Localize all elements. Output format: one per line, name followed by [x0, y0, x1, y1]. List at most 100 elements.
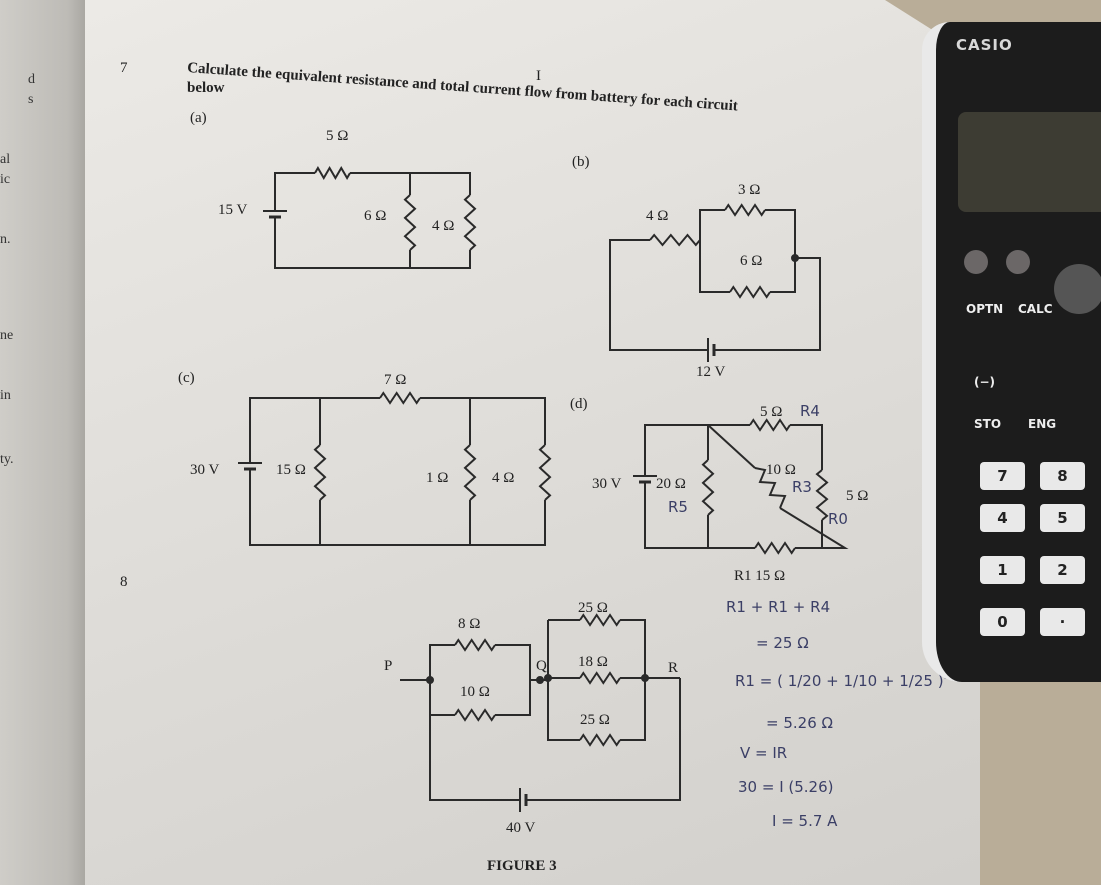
handwritten-note: R0 — [828, 510, 848, 528]
resistor-label: 8 Ω — [458, 616, 480, 632]
wire — [644, 483, 755, 549]
wire — [547, 620, 580, 741]
resistor-symbol — [313, 444, 327, 501]
voltage-label: 40 V — [506, 820, 535, 836]
handwritten-line: R1 + R1 + R4 — [726, 598, 830, 616]
wire — [795, 520, 823, 549]
resistor-symbol — [649, 233, 701, 247]
question-number: 8 — [120, 574, 128, 590]
wire — [274, 217, 471, 269]
wire — [609, 239, 708, 351]
junction-dot — [791, 254, 799, 262]
resistor-symbol — [454, 708, 496, 722]
wire — [699, 209, 725, 240]
handwritten-line: = 5.26 Ω — [766, 714, 833, 732]
resistor-symbol — [454, 638, 496, 652]
page-fragment: ne — [0, 328, 14, 343]
calculator-brand: CASIO — [956, 36, 1013, 54]
resistor-symbol — [724, 203, 766, 217]
circuit-c-label: (c) — [178, 370, 195, 386]
calculator-screen — [958, 112, 1101, 212]
node-label: P — [384, 658, 392, 674]
resistor-label: 4 Ω — [432, 218, 454, 234]
handwritten-line: I = 5.7 A — [772, 812, 838, 830]
shift-button[interactable] — [964, 250, 988, 274]
resistor-symbol — [403, 194, 417, 251]
voltage-label: 12 V — [696, 364, 725, 380]
resistor-symbol — [749, 418, 791, 432]
resistor-symbol — [463, 444, 477, 501]
junction-dot — [426, 676, 434, 684]
resistor-label: 5 Ω — [846, 488, 868, 504]
resistor-symbol — [579, 733, 621, 747]
handwritten-line: = 25 Ω — [756, 634, 809, 652]
resistor-symbol — [379, 391, 421, 405]
resistor-symbol — [729, 285, 771, 299]
junction-dot — [544, 674, 552, 682]
wire — [644, 424, 750, 475]
junction-dot — [641, 674, 649, 682]
wire — [779, 507, 849, 549]
circuit-b-label: (b) — [572, 154, 590, 170]
wire — [350, 172, 471, 195]
eng-key[interactable]: ENG — [1028, 417, 1057, 431]
key-0[interactable]: 0 — [980, 608, 1025, 636]
resistor-symbol — [314, 166, 351, 180]
page-fragment: in — [0, 388, 11, 403]
page-fragment: al — [0, 152, 11, 167]
resistor-symbol — [754, 541, 796, 555]
calc-key[interactable]: CALC — [1018, 302, 1053, 316]
resistor-label: 1 Ω — [426, 470, 448, 486]
annotation-mark: I — [536, 68, 541, 84]
resistor-symbol — [754, 467, 787, 509]
wire — [429, 644, 455, 715]
circuit-a-label: (a) — [190, 110, 207, 126]
resistor-label: 5 Ω — [326, 128, 348, 144]
resistor-symbol — [579, 613, 621, 627]
resistor-label: 6 Ω — [740, 253, 762, 269]
junction-dot — [536, 676, 544, 684]
key-4[interactable]: 4 — [980, 504, 1025, 532]
wire — [274, 172, 315, 211]
alpha-button[interactable] — [1006, 250, 1030, 274]
direction-pad[interactable] — [1054, 264, 1101, 314]
node-label: R — [668, 660, 678, 676]
wire — [790, 424, 823, 470]
page-fragment: d — [28, 72, 35, 87]
key-7[interactable]: 7 — [980, 462, 1025, 490]
voltage-label: 30 V — [190, 462, 219, 478]
wire — [420, 397, 546, 445]
negative-key[interactable]: (−) — [974, 375, 996, 389]
circuit-d-label: (d) — [570, 396, 588, 412]
page-fragment: ic — [0, 172, 11, 187]
resistor-symbol — [538, 444, 552, 501]
key-2[interactable]: 2 — [1040, 556, 1085, 584]
resistor-label: 15 Ω — [276, 462, 306, 478]
key-decimal[interactable]: · — [1040, 608, 1085, 636]
resistor-symbol — [579, 671, 621, 685]
resistor-label: 4 Ω — [646, 208, 668, 224]
page-fragment: n. — [0, 232, 11, 247]
wire — [526, 678, 681, 801]
resistor-label: 4 Ω — [492, 470, 514, 486]
key-5[interactable]: 5 — [1040, 504, 1085, 532]
resistor-symbol — [815, 469, 829, 521]
optn-key[interactable]: OPTN — [966, 302, 1004, 316]
resistor-label: 10 Ω — [460, 684, 490, 700]
resistor-label: 6 Ω — [364, 208, 386, 224]
resistor-label: 3 Ω — [738, 182, 760, 198]
page-fragment: ty. — [0, 452, 14, 467]
key-8[interactable]: 8 — [1040, 462, 1085, 490]
resistor-label: 5 Ω — [760, 404, 782, 420]
resistor-symbol — [463, 194, 477, 251]
handwritten-note: R3 — [792, 478, 812, 496]
sto-key[interactable]: STO — [974, 417, 1002, 431]
resistor-label: 25 Ω — [578, 600, 608, 616]
key-1[interactable]: 1 — [980, 556, 1025, 584]
wire — [620, 619, 646, 741]
wire — [707, 424, 756, 469]
resistor-symbol — [701, 459, 715, 516]
handwritten-line: R1 = ( 1/20 + 1/10 + 1/25 )⁻¹ — [735, 672, 958, 690]
wire — [429, 715, 520, 801]
